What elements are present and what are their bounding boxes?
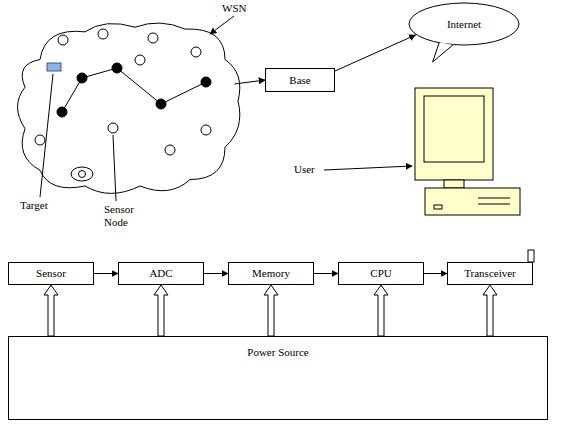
component-box: ADC: [118, 262, 204, 285]
monitor: [415, 88, 493, 180]
flow-arrow: [204, 273, 228, 274]
leader-line: [40, 74, 53, 197]
sensor-node: [108, 123, 118, 133]
active-node: [77, 73, 87, 83]
power-box: Power Source: [8, 336, 548, 420]
box-label: CPU: [370, 267, 391, 280]
cloud-path: [18, 23, 240, 193]
box-label: Power Source: [247, 346, 308, 359]
target-mark: [47, 63, 61, 71]
component-box: Transceiver: [447, 262, 533, 285]
sensor-node: [191, 47, 201, 57]
leader-arrow: [324, 166, 412, 170]
drive-slot: [478, 198, 510, 199]
bubble-outline: [409, 3, 519, 45]
sensor-node: [165, 145, 175, 155]
leader-arrow: [210, 16, 234, 34]
monitor-stand: [444, 180, 464, 188]
active-node: [156, 99, 166, 109]
component-box: Sensor: [8, 262, 94, 285]
power-arrow: [44, 285, 58, 336]
flow-arrow: [94, 273, 118, 274]
flow-arrow: [335, 35, 416, 71]
active-node: [201, 77, 211, 87]
internet-bubble: Internet: [408, 2, 520, 46]
callout-label: Target: [20, 199, 48, 212]
sensor-node: [201, 125, 211, 135]
leader-lines: [40, 16, 412, 201]
antenna: [528, 250, 534, 262]
route-line: [62, 68, 206, 112]
drive-slot: [478, 204, 510, 205]
cloud-outline: [10, 18, 250, 198]
camera-lens: [79, 171, 86, 178]
component-box: Memory: [228, 262, 314, 285]
flow-arrow: [424, 273, 447, 274]
box-label: Sensor: [36, 267, 66, 280]
sensor-node: [98, 29, 108, 39]
sensor-network: [35, 29, 211, 181]
sensor-node: [58, 35, 68, 45]
power-arrow: [154, 285, 168, 336]
box-label: Internet: [447, 18, 481, 31]
active-node: [112, 63, 122, 73]
power-arrow: [374, 285, 388, 336]
sensor-node: [135, 55, 145, 65]
box-label: Memory: [252, 267, 290, 280]
computer-icon: [415, 88, 520, 215]
power-button: [434, 205, 442, 209]
sensor-node: [148, 33, 158, 43]
callout-label: Sensor Node: [104, 203, 154, 229]
wsn-cloud: WSN: [10, 18, 250, 198]
network-label: WSN: [222, 2, 246, 15]
flow-arrow: [314, 273, 338, 274]
active-node: [57, 107, 67, 117]
screen: [424, 96, 484, 162]
base-box: Base: [265, 68, 335, 92]
box-label: ADC: [149, 267, 172, 280]
bubble-tail: [433, 42, 453, 62]
power-arrow: [264, 285, 278, 336]
box-label: Base: [289, 74, 310, 87]
leader-line: [113, 135, 116, 201]
sensor-node: [35, 135, 45, 145]
box-label: Transceiver: [464, 267, 516, 280]
component-box: CPU: [338, 262, 424, 285]
callout-label: User: [294, 163, 315, 176]
power-arrow: [483, 285, 497, 336]
camera-eye: [71, 167, 93, 181]
computer-base: [425, 188, 520, 215]
